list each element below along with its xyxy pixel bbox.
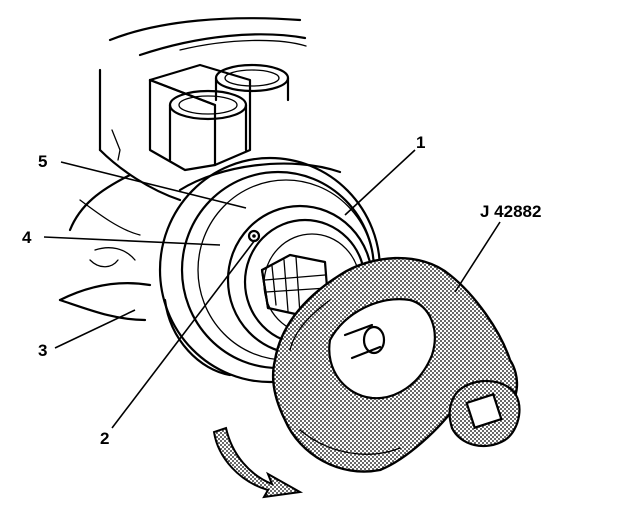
tool-j42882 [271, 256, 521, 473]
tool-label: J 42882 [480, 202, 541, 221]
bracket-block [148, 63, 290, 172]
callout-2: 2 [100, 429, 109, 448]
housing [58, 17, 307, 322]
callout-3: 3 [38, 341, 47, 360]
rotation-arrow-icon [212, 426, 304, 499]
callout-5: 5 [38, 152, 47, 171]
callout-4: 4 [22, 228, 32, 247]
leader-lines [43, 149, 501, 429]
callout-1: 1 [416, 133, 425, 152]
